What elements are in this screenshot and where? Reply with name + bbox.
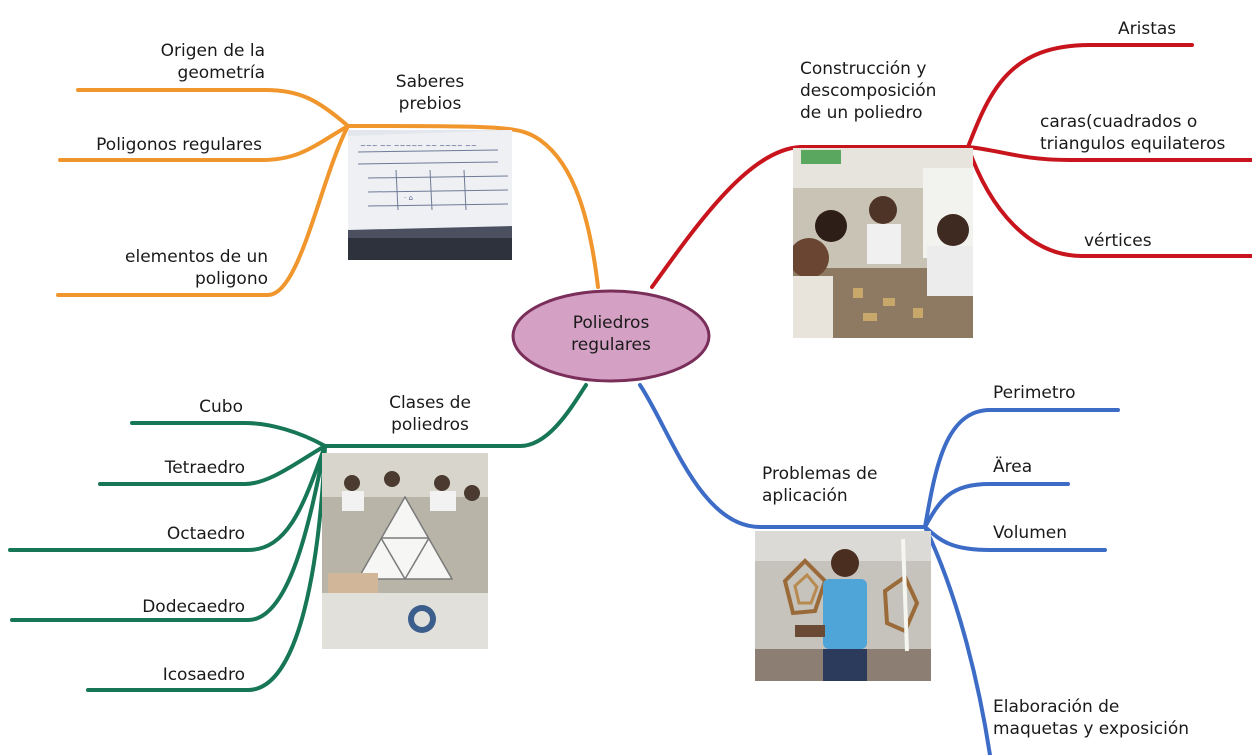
- orange-branch: [56, 88, 600, 297]
- origen-geometria-label[interactable]: Origen de la geometría: [160, 41, 265, 83]
- elaboracion-maquetas-label[interactable]: Elaboración de maquetas y exposición: [993, 697, 1190, 739]
- central-topic[interactable]: Poliedros regulares: [510, 287, 712, 385]
- area-label[interactable]: Ärea: [993, 457, 1033, 477]
- poligonos-regulares-label[interactable]: Poligonos regulares: [96, 135, 262, 155]
- construccion-title[interactable]: Construcción y descomposición de un poli…: [800, 59, 937, 123]
- students-building-photo[interactable]: [793, 148, 973, 338]
- green-branch: [8, 383, 588, 692]
- svg-text:~~~ ~~ ~~~~~ ~~ ~~~~ ~~: ~~~ ~~ ~~~~~ ~~ ~~~~ ~~: [360, 142, 477, 150]
- red-branch: [650, 43, 1252, 289]
- caras-label[interactable]: caras(cuadrados o triangulos equilateros: [1040, 112, 1226, 154]
- octaedro-label[interactable]: Octaedro: [166, 524, 245, 544]
- cubo-label[interactable]: Cubo: [199, 397, 243, 417]
- blue-branch: [638, 383, 1120, 755]
- elementos-poligono-label[interactable]: elementos de un poligono: [125, 247, 268, 289]
- perimetro-label[interactable]: Perimetro: [993, 383, 1076, 403]
- volumen-label[interactable]: Volumen: [993, 523, 1068, 543]
- tetraedro-label[interactable]: Tetraedro: [164, 458, 245, 478]
- dodecaedro-label[interactable]: Dodecaedro: [142, 597, 245, 617]
- problemas-aplicacion-title[interactable]: Problemas de aplicación: [762, 464, 878, 506]
- aristas-label[interactable]: Aristas: [1118, 19, 1177, 39]
- saberes-prebios-title[interactable]: Saberes prebios: [395, 72, 465, 114]
- clases-poliedros-title[interactable]: Clases de poliedros: [389, 393, 471, 435]
- central-topic-label: Poliedros regulares: [571, 313, 651, 355]
- triangle-net-photo[interactable]: [322, 453, 488, 649]
- worksheet-photo[interactable]: ~~~ ~~ ~~~~~ ~~ ~~~~ ~~ · ⌂: [348, 130, 512, 260]
- vertices-label[interactable]: vértices: [1084, 231, 1152, 251]
- student-models-photo[interactable]: [755, 531, 931, 681]
- icosaedro-label[interactable]: Icosaedro: [162, 665, 245, 685]
- central-ellipse: [511, 289, 711, 383]
- svg-text:· ⌂: · ⌂: [404, 194, 413, 202]
